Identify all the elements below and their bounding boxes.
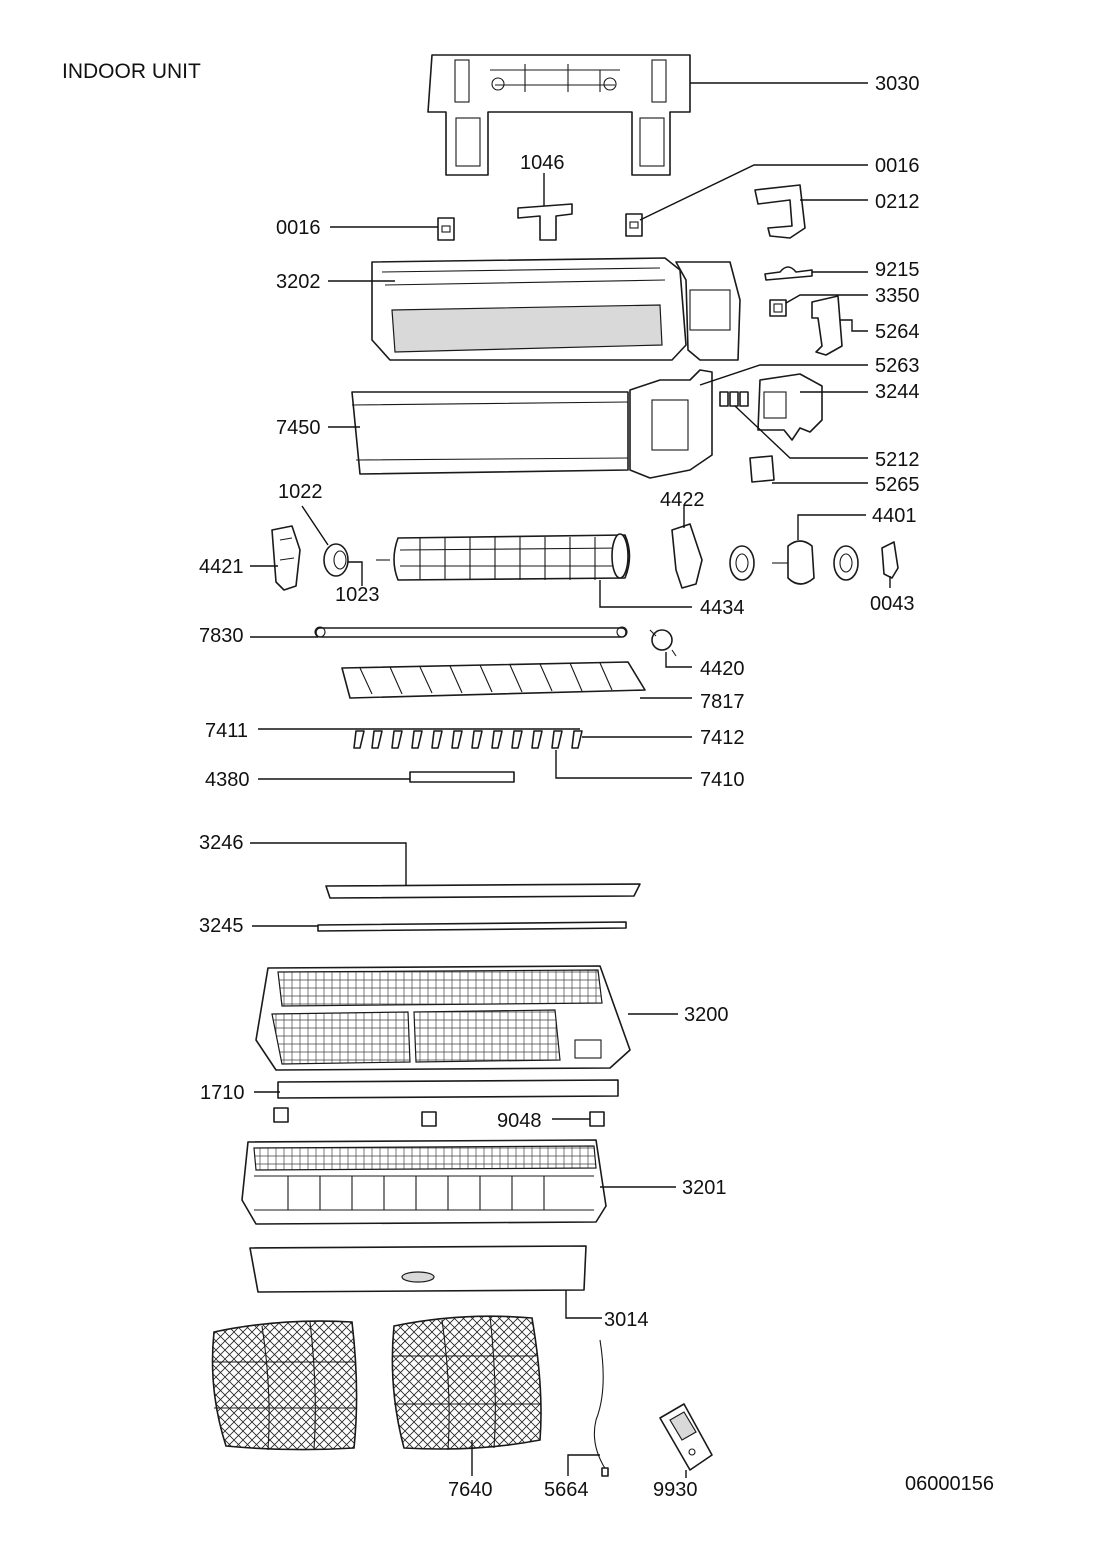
part-5264-cover bbox=[811, 295, 843, 356]
label-7817: 7817 bbox=[700, 691, 745, 713]
part-0212-cover bbox=[754, 184, 806, 239]
part-3202-chassis bbox=[371, 257, 741, 361]
label-3244: 3244 bbox=[875, 381, 920, 403]
part-1710-strip bbox=[277, 1079, 619, 1099]
label-3246: 3246 bbox=[199, 832, 244, 854]
part-3244-control-box bbox=[757, 373, 823, 441]
leader-5264 bbox=[840, 319, 868, 332]
leader-7410 bbox=[555, 750, 692, 779]
label-3201: 3201 bbox=[682, 1177, 727, 1199]
part-3246-guide bbox=[325, 883, 641, 899]
leader-4434 bbox=[599, 580, 692, 608]
label-7412: 7412 bbox=[700, 727, 745, 749]
part-5664-cable bbox=[593, 1339, 609, 1477]
part-3350-terminal bbox=[769, 299, 787, 317]
part-4401-fan-motor bbox=[772, 540, 815, 585]
part-0043-motor-cover bbox=[881, 541, 899, 579]
label-5664: 5664 bbox=[544, 1479, 589, 1501]
label-7830: 7830 bbox=[199, 625, 244, 647]
part-motor-ring-right bbox=[833, 545, 859, 581]
label-4401: 4401 bbox=[872, 505, 917, 527]
label-4380: 4380 bbox=[205, 769, 250, 791]
label-5263: 5263 bbox=[875, 355, 920, 377]
label-9215: 9215 bbox=[875, 259, 920, 281]
part-3014-face-panel bbox=[249, 1245, 587, 1293]
part-1022-bearing bbox=[323, 543, 349, 577]
part-5263-ebox bbox=[629, 369, 713, 479]
label-3350: 3350 bbox=[875, 285, 920, 307]
part-9048-hinge-middle bbox=[421, 1111, 437, 1127]
part-9930-remote-control bbox=[659, 1403, 713, 1471]
label-4420: 4420 bbox=[700, 658, 745, 680]
part-4422-motor-clamp bbox=[671, 523, 703, 589]
label-1710: 1710 bbox=[200, 1082, 245, 1104]
part-4420-step-motor bbox=[649, 629, 677, 657]
part-4421-bearing-holder bbox=[271, 525, 301, 591]
leader-3014 bbox=[565, 1290, 602, 1319]
leader-5263 bbox=[699, 364, 868, 386]
part-3200-front-frame bbox=[255, 965, 631, 1071]
part-9048-hinge-right bbox=[589, 1111, 605, 1127]
label-3200: 3200 bbox=[684, 1004, 729, 1026]
label-7640: 7640 bbox=[448, 1479, 493, 1501]
label-0043: 0043 bbox=[870, 593, 915, 615]
label-4421: 4421 bbox=[199, 556, 244, 578]
leader-5212 bbox=[734, 405, 868, 459]
part-7412-louver-blades bbox=[353, 730, 583, 749]
label-9048: 9048 bbox=[497, 1110, 542, 1132]
part-9215-clamp bbox=[764, 266, 813, 281]
part-5265-connector bbox=[749, 455, 775, 483]
part-7640-filter-left bbox=[211, 1320, 358, 1451]
label-9930: 9930 bbox=[653, 1479, 698, 1501]
leader-4420 bbox=[665, 652, 692, 668]
part-7450-evaporator bbox=[351, 391, 629, 475]
part-3245-rail bbox=[317, 921, 627, 932]
part-7830-shaft bbox=[314, 626, 628, 638]
leader-1023 bbox=[348, 561, 363, 586]
label-4422: 4422 bbox=[660, 489, 705, 511]
label-0016-right: 0016 bbox=[875, 155, 920, 177]
leader-1022 bbox=[301, 505, 329, 546]
part-motor-ring-left bbox=[729, 545, 755, 581]
label-5265: 5265 bbox=[875, 474, 920, 496]
part-3201-front-panel bbox=[241, 1139, 607, 1225]
label-1046: 1046 bbox=[520, 152, 565, 174]
leader-3350 bbox=[785, 294, 868, 304]
label-3245: 3245 bbox=[199, 915, 244, 937]
part-1046-bracket bbox=[517, 203, 573, 241]
drawing-number: 06000156 bbox=[905, 1473, 994, 1495]
label-5212: 5212 bbox=[875, 449, 920, 471]
label-7410: 7410 bbox=[700, 769, 745, 791]
label-3202: 3202 bbox=[276, 271, 321, 293]
label-7450: 7450 bbox=[276, 417, 321, 439]
leader-3246 bbox=[250, 842, 407, 886]
label-1023: 1023 bbox=[335, 584, 380, 606]
part-5212-sensor-block bbox=[719, 391, 749, 407]
leader-0016-right bbox=[639, 164, 868, 221]
leader-4401 bbox=[797, 514, 866, 540]
part-4380-link-bar bbox=[409, 771, 515, 783]
leader-5664 bbox=[567, 1454, 600, 1476]
part-3030-mounting-plate bbox=[427, 54, 691, 176]
label-0212: 0212 bbox=[875, 191, 920, 213]
label-3014: 3014 bbox=[604, 1309, 649, 1331]
label-1022: 1022 bbox=[278, 481, 323, 503]
part-7640-filter-right bbox=[391, 1315, 542, 1451]
part-7817-louver-frame bbox=[341, 661, 646, 699]
label-4434: 4434 bbox=[700, 597, 745, 619]
label-3030: 3030 bbox=[875, 73, 920, 95]
label-5264: 5264 bbox=[875, 321, 920, 343]
label-0016-left: 0016 bbox=[276, 217, 321, 239]
part-0016-clip-right bbox=[625, 213, 643, 237]
diagram-title: INDOOR UNIT bbox=[62, 60, 201, 83]
part-4434-cross-flow-fan bbox=[376, 533, 631, 581]
label-7411: 7411 bbox=[205, 720, 248, 742]
part-0016-clip-left bbox=[437, 217, 455, 241]
part-9048-hinge-left bbox=[273, 1107, 289, 1123]
